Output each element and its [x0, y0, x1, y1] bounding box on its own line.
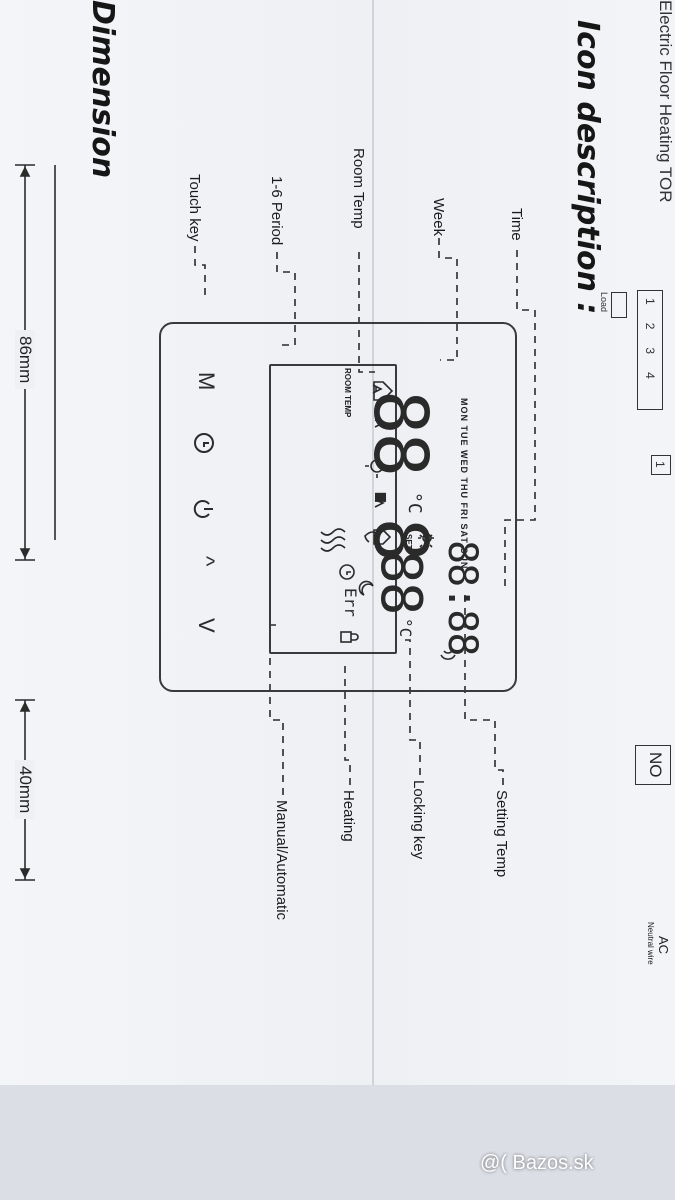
- heating-wave-1: [320, 528, 346, 536]
- clock-icon-hands: [346, 571, 351, 575]
- clock-icon: [339, 564, 355, 580]
- home-icon: [373, 381, 394, 401]
- moon-icon: [358, 580, 374, 596]
- manual-hand-icon: [364, 531, 380, 543]
- power-key-icon[interactable]: [191, 496, 217, 522]
- home-mode-icon: [373, 529, 392, 545]
- leave-person-icon: [374, 419, 385, 428]
- heating-wave-2: [320, 536, 346, 544]
- dim-arrows-86: [19, 166, 31, 559]
- clock-key-icon[interactable]: [191, 430, 217, 456]
- dim-arrows-40: [19, 701, 31, 879]
- heating-wave-3: [320, 544, 346, 552]
- paper-fold-line: [372, 0, 374, 1085]
- paper-sheet: [0, 0, 675, 1085]
- sun-icon: [370, 459, 384, 473]
- leader-setting-temp: [463, 594, 504, 785]
- background-surface: [0, 1085, 675, 1200]
- settings-icon-center: [422, 533, 432, 543]
- dim-ticks-86: [15, 164, 35, 561]
- leader-manual-auto: [269, 624, 284, 795]
- leader-locking-key: [403, 639, 421, 775]
- lock-icon-shackle: [351, 633, 359, 641]
- lock-icon: [340, 631, 352, 643]
- leader-period: [276, 252, 296, 346]
- wifi-icon: [440, 650, 456, 660]
- dimension-86mm: 86mm: [15, 330, 35, 390]
- leader-week: [438, 238, 458, 361]
- return-person-icon: [374, 499, 385, 508]
- leader-time: [504, 250, 536, 590]
- leader-room-temp: [358, 252, 375, 373]
- dim-ticks-40: [15, 699, 35, 881]
- leader-heating: [344, 660, 351, 785]
- sun-icon-rays: [365, 454, 389, 478]
- watermark: @( Bazos.sk: [480, 1152, 594, 1174]
- dimension-40mm: 40mm: [15, 760, 35, 820]
- wake-person-icon: [372, 384, 383, 394]
